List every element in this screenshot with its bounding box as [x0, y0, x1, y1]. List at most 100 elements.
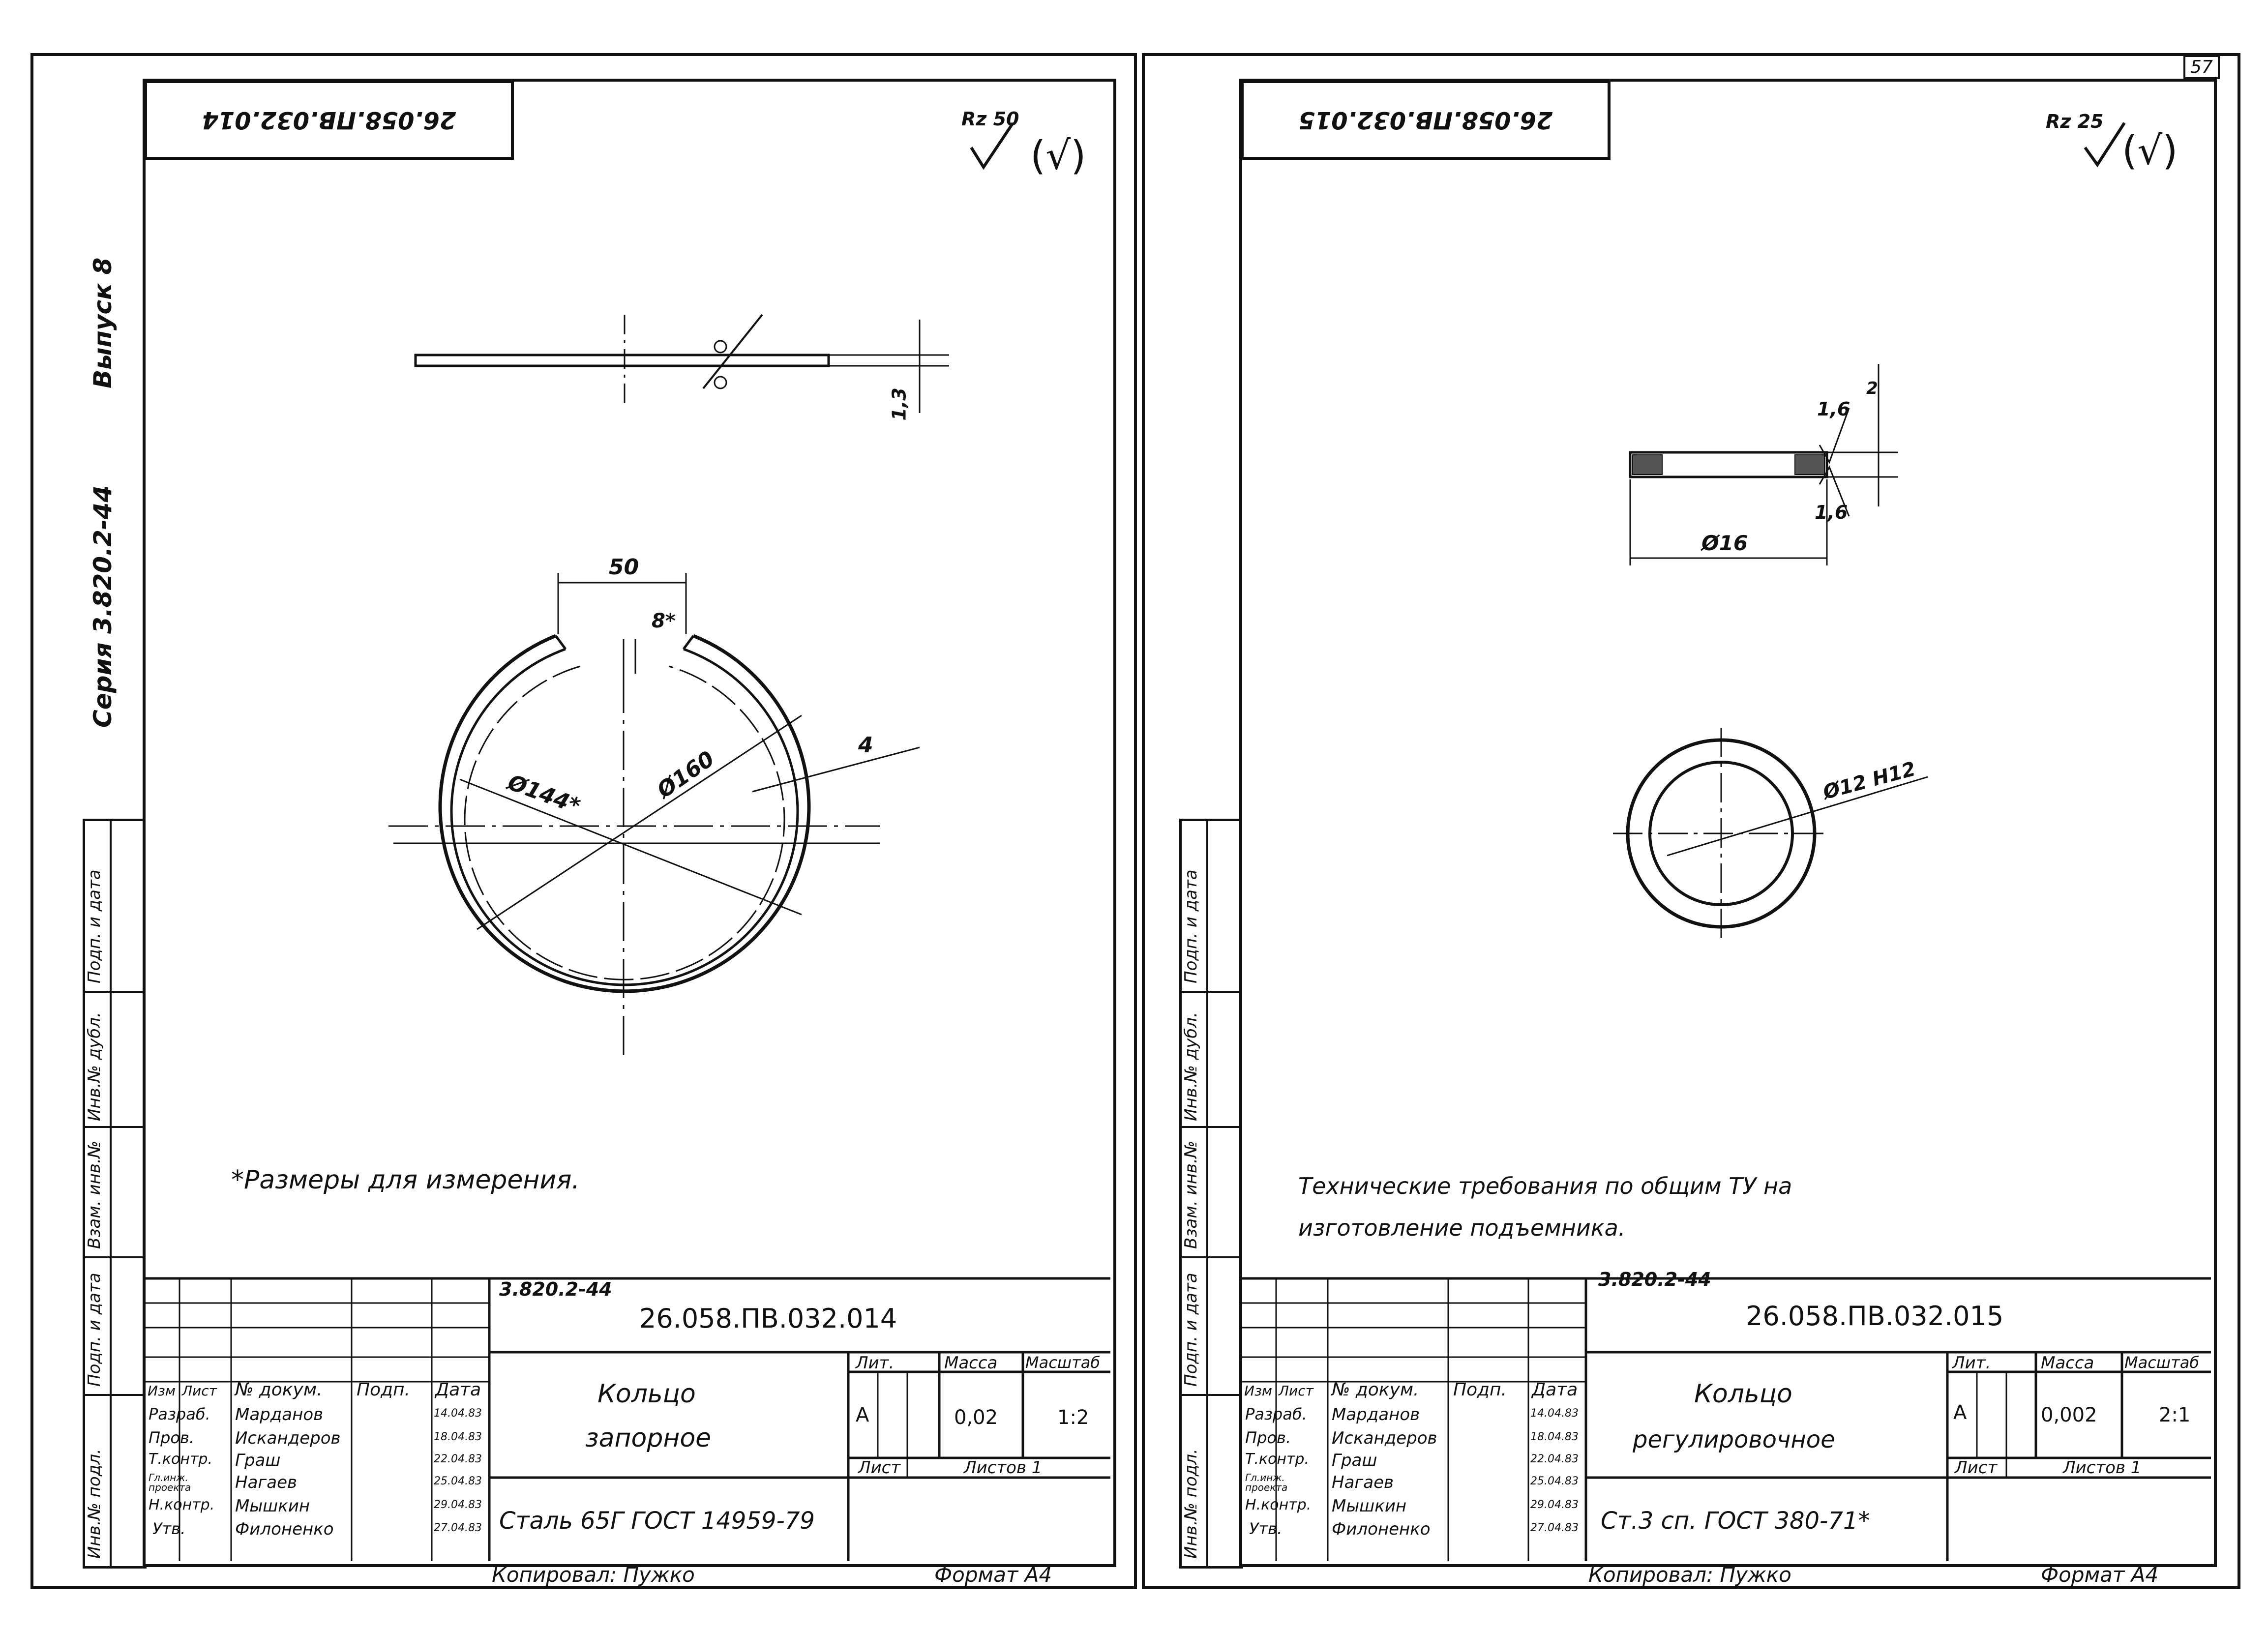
right-note-line1: Технические требования по общим ТУ на	[1298, 1173, 1792, 1199]
right-tb-sheets-header: Листов 1	[2063, 1458, 2142, 1478]
left-copied: Копировал: Пужко	[492, 1563, 695, 1587]
left-tb-role-3: Гл.инж. проекта	[149, 1472, 191, 1493]
right-tb-name-3: Нагаев	[1332, 1473, 1394, 1492]
left-tb-lit: А	[856, 1404, 869, 1426]
right-dim-outer-diameter: Ø16	[1701, 531, 1748, 555]
right-roughness-check: (√)	[2122, 128, 2178, 174]
right-sheet	[1142, 53, 2240, 1589]
right-tb-name-4: Мышкин	[1332, 1496, 1407, 1516]
right-drawing-frame	[1239, 79, 2217, 1567]
left-tb-list: Лист	[182, 1383, 217, 1399]
right-dim-r2: 1,6	[1815, 502, 1848, 523]
right-tb-scale: 2:1	[2159, 1404, 2191, 1426]
right-tb-izm: Изм	[1244, 1383, 1272, 1399]
right-dim-height: 2	[1866, 379, 1878, 398]
right-tb-list: Лист	[1279, 1383, 1313, 1399]
page-number: 57	[2183, 55, 2220, 79]
left-tb-scale-header: Масштаб	[1025, 1353, 1101, 1372]
left-tb-date: Дата	[435, 1380, 481, 1400]
right-tb-series: 3.820.2-44	[1598, 1269, 1711, 1290]
left-tb-date-4: 29.04.83	[434, 1499, 482, 1511]
right-tb-date-2: 22.04.83	[1530, 1453, 1579, 1465]
left-tb-doc: № докум.	[235, 1380, 323, 1400]
left-tb-sign: Подп.	[357, 1380, 410, 1400]
right-roughness-mark	[2084, 122, 2126, 168]
right-ring-section-view	[1629, 364, 1898, 565]
left-tb-izm: Изм	[148, 1383, 176, 1399]
left-dim-thickness: 1,3	[888, 387, 910, 421]
right-tb-role-1: Пров.	[1245, 1428, 1291, 1447]
right-tb-material: Ст.3 сп. ГОСТ 380-71*	[1601, 1507, 1870, 1535]
left-tb-sheets-header: Листов 1	[964, 1458, 1043, 1478]
left-tb-series: 3.820.2-44	[499, 1278, 612, 1300]
left-tb-scale: 1:2	[1057, 1406, 1089, 1429]
right-tb-role-3: Гл.инж. проекта	[1245, 1472, 1288, 1493]
right-tb-scale-header: Масштаб	[2124, 1353, 2200, 1372]
right-tb-name-2: Граш	[1332, 1451, 1377, 1470]
left-tb-role-2: Т.контр.	[149, 1451, 213, 1468]
right-tb-date-5: 27.04.83	[1530, 1522, 1579, 1534]
left-tb-role-4: Н.контр.	[149, 1496, 215, 1513]
right-tb-code: 26.058.ПВ.032.015	[1746, 1301, 2004, 1332]
right-ring-front-view	[1613, 728, 1928, 939]
right-tb-name1: Кольцо	[1694, 1379, 1792, 1409]
right-tb-sign: Подп.	[1453, 1380, 1507, 1400]
left-tb-name-2: Граш	[235, 1451, 281, 1470]
left-drawing-frame	[143, 79, 1116, 1567]
left-tb-mass-header: Масса	[944, 1353, 998, 1373]
left-roughness-mark	[970, 122, 1015, 170]
left-roughness-check: (√)	[1030, 133, 1086, 178]
right-tb-role-5: Утв.	[1249, 1519, 1283, 1538]
right-tb-role-2: Т.контр.	[1245, 1451, 1310, 1468]
right-tb-doc: № докум.	[1332, 1380, 1419, 1400]
left-dim-width: 4	[858, 733, 873, 758]
left-note: *Размеры для измерения.	[231, 1165, 580, 1195]
left-tb-name1: Кольцо	[597, 1379, 696, 1409]
right-tb-role-0: Разраб.	[1245, 1405, 1307, 1423]
left-sheet	[30, 53, 1137, 1589]
left-dim-gap: 50	[609, 555, 639, 580]
right-tb-mass-header: Масса	[2041, 1353, 2094, 1373]
right-tb-name-1: Искандеров	[1332, 1428, 1437, 1448]
right-tb-name2: регулировочное	[1633, 1426, 1835, 1453]
left-format: Формат А4	[934, 1563, 1052, 1587]
right-tb-lit: А	[1953, 1401, 1967, 1424]
right-tb-sheet-header: Лист	[1955, 1458, 1998, 1478]
right-note-line2: изготовление подъемника.	[1298, 1215, 1626, 1241]
left-tb-date-5: 27.04.83	[434, 1522, 482, 1534]
right-title-block-lines	[1242, 1277, 2211, 1561]
left-tb-name-0: Марданов	[235, 1405, 324, 1424]
left-tb-name2: запорное	[585, 1423, 712, 1453]
left-tb-date-2: 22.04.83	[434, 1453, 482, 1465]
left-dim-slot: 8*	[652, 610, 676, 632]
left-tb-role-1: Пров.	[149, 1428, 194, 1447]
right-tb-lit-header: Лит.	[1952, 1353, 1991, 1373]
left-ring-side-view	[414, 354, 830, 367]
right-tb-role-4: Н.контр.	[1245, 1496, 1312, 1513]
left-tb-mass: 0,02	[954, 1406, 998, 1429]
right-tb-mass: 0,002	[2041, 1404, 2097, 1426]
left-tb-date-0: 14.04.83	[434, 1407, 482, 1420]
left-tb-role-0: Разраб.	[149, 1405, 210, 1423]
left-title-block-lines	[146, 1277, 1110, 1561]
left-tb-name-4: Мышкин	[235, 1496, 310, 1516]
left-tb-name-3: Нагаев	[235, 1473, 298, 1492]
right-format: Формат А4	[2041, 1563, 2159, 1587]
left-tb-name-1: Искандеров	[235, 1428, 341, 1448]
right-dim-r1: 1,6	[1817, 398, 1850, 420]
right-tb-name-5: Филоненко	[1332, 1519, 1431, 1539]
left-tb-lit-header: Лит.	[856, 1353, 895, 1373]
left-tb-material: Сталь 65Г ГОСТ 14959-79	[499, 1507, 815, 1535]
left-ring-front-view	[388, 573, 920, 1057]
right-copied: Копировал: Пужко	[1588, 1563, 1791, 1587]
left-tb-date-3: 25.04.83	[434, 1475, 482, 1487]
left-tb-code: 26.058.ПВ.032.014	[639, 1303, 897, 1334]
right-tb-date-3: 25.04.83	[1530, 1475, 1579, 1487]
right-tb-name-0: Марданов	[1332, 1405, 1420, 1424]
right-tb-date: Дата	[1532, 1380, 1578, 1400]
right-tb-date-4: 29.04.83	[1530, 1499, 1579, 1511]
right-tb-date-1: 18.04.83	[1530, 1431, 1579, 1443]
left-tb-name-5: Филоненко	[235, 1519, 334, 1539]
left-tb-sheet-header: Лист	[858, 1458, 901, 1478]
